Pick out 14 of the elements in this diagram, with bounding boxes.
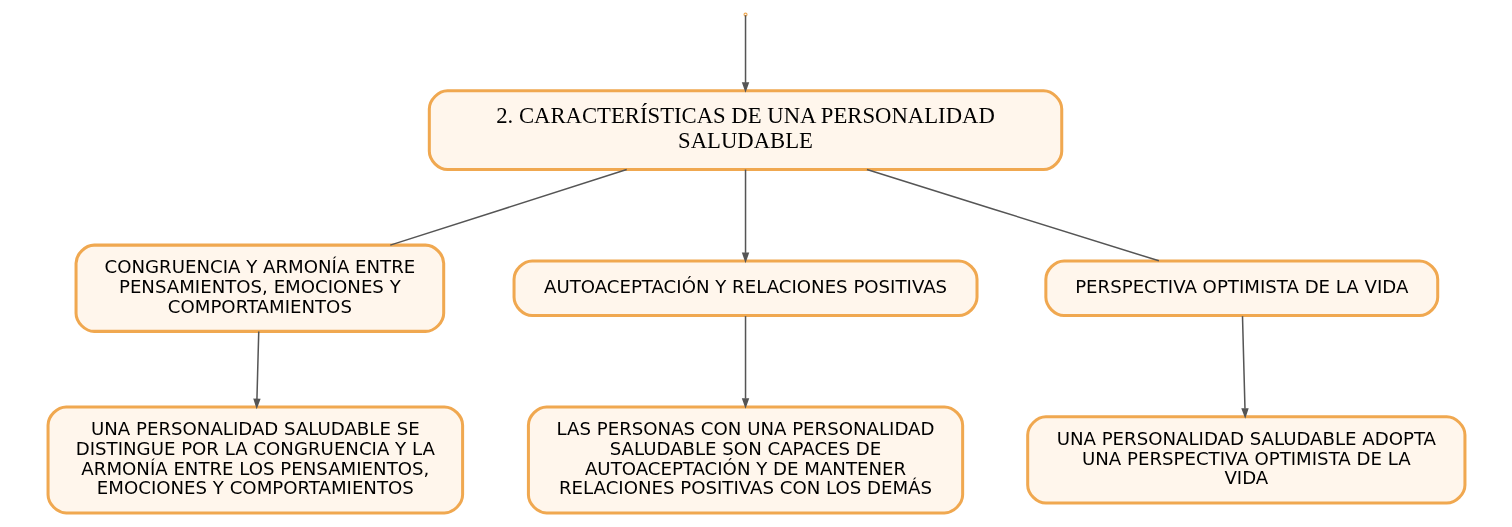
- node-box: 2. CARACTERÍSTICAS DE UNA PERSONALIDAD SALUDABLE: [427, 89, 1063, 171]
- arrow: [741, 315, 749, 409]
- node-box: LAS PERSONAS CON UNA PERSONALIDAD SALUDABLE SON CAPACES DE AUTOACEPTACIÓN Y DE MANTENER RELACIONES POSITIVAS CON LOS DEMÁS: [526, 405, 964, 515]
- connector: [865, 168, 1160, 262]
- node-box: CONGRUENCIA Y ARMONÍA ENTRE PENSAMIENTOS, EMOCIONES Y COMPORTAMIENTOS: [74, 243, 445, 333]
- node-box: AUTOACEPTACIÓN Y RELACIONES POSITIVAS: [512, 259, 979, 317]
- node-box: UNA PERSONALIDAD SALUDABLE SE DISTINGUE POR LA CONGRUENCIA Y LA ARMONÍA ENTRE LOS PENSAMIENTOS, EMOCIONES Y COMPORTAMIENTOS: [46, 405, 464, 515]
- node-box: PERSPECTIVA OPTIMISTA DE LA VIDA: [1043, 259, 1439, 317]
- arrow: [741, 168, 749, 264]
- arrow: [741, 14, 749, 93]
- connector: [389, 168, 627, 246]
- node-box: UNA PERSONALIDAD SALUDABLE ADOPTA UNA PERSPECTIVA OPTIMISTA DE LA VIDA: [1025, 415, 1466, 505]
- arrow: [252, 330, 261, 410]
- arrow: [1240, 315, 1249, 419]
